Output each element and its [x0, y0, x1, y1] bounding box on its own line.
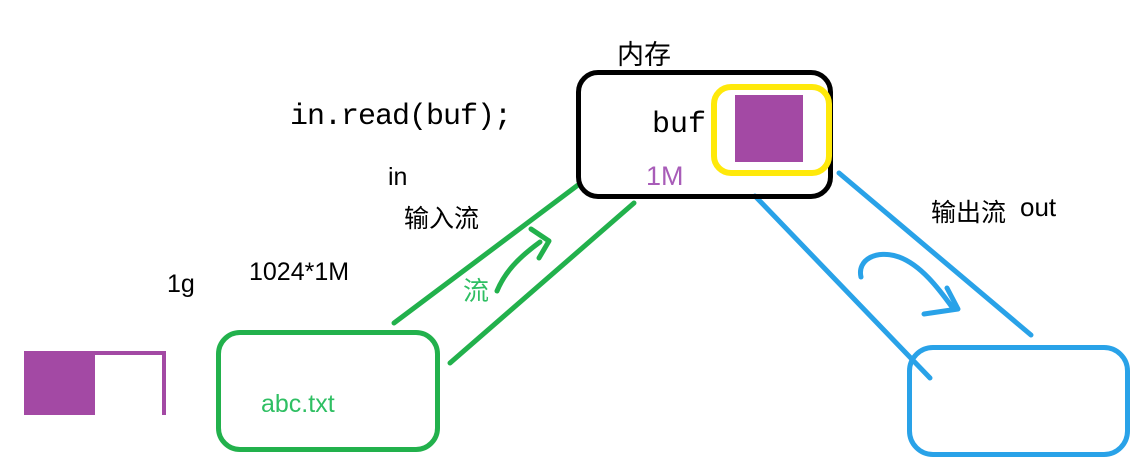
code-statement: in.read(buf);	[290, 100, 512, 134]
buffer-size-label: 1M	[646, 161, 684, 191]
file-size-label: 1g	[167, 270, 195, 298]
output-channel-line-right	[836, 170, 1034, 338]
file-chunks-label: 1024*1M	[249, 258, 350, 286]
output-channel-line-left	[752, 193, 933, 381]
read-progress-fill	[24, 351, 95, 415]
output-flow-arrow-icon	[858, 251, 961, 317]
input-flow-arrow-icon	[494, 226, 552, 294]
output-stream-label: 输出流	[931, 199, 1007, 227]
memory-title: 内存	[617, 40, 671, 70]
source-file-name: abc.txt	[261, 390, 335, 418]
read-progress-outline-top	[95, 351, 166, 355]
buffer-name-label: buf	[652, 108, 707, 142]
source-file-box	[216, 330, 440, 452]
read-progress-outline-right	[162, 351, 166, 415]
input-stream-variable: in	[388, 163, 408, 191]
input-flow-char: 流	[463, 276, 490, 306]
output-stream-variable: out	[1020, 192, 1057, 222]
buffer-data-square	[735, 95, 803, 162]
destination-file-box	[907, 345, 1130, 457]
input-stream-label: 输入流	[404, 205, 480, 233]
